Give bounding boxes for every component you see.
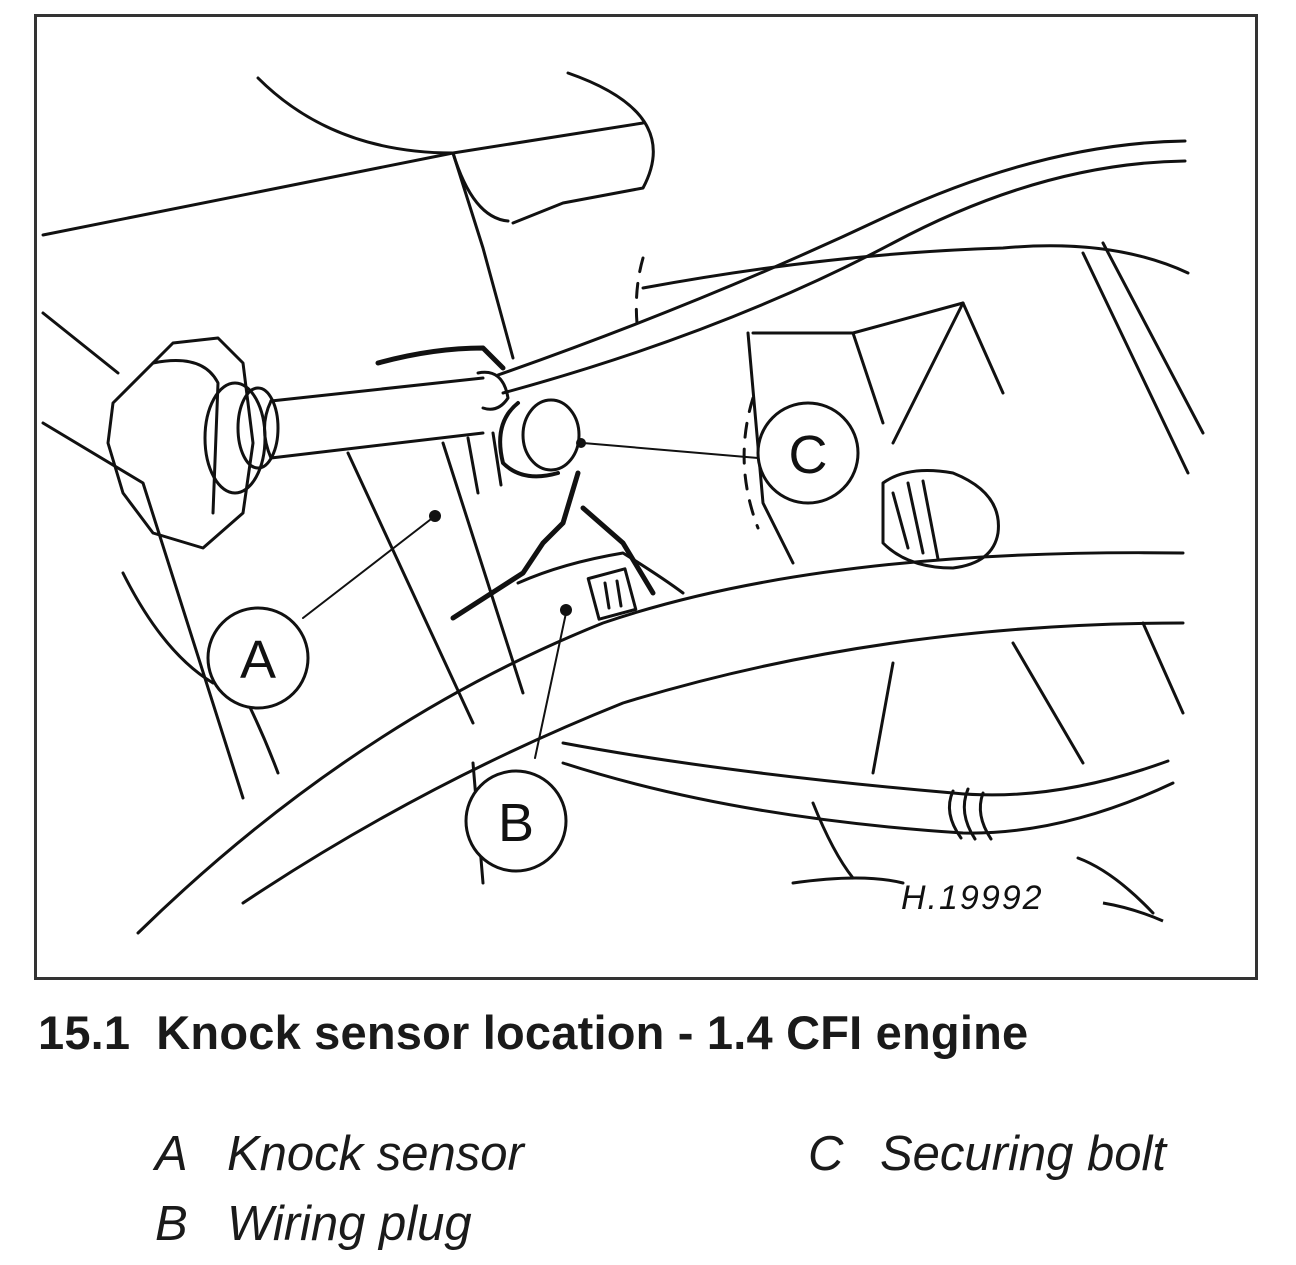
legend-item-b: B Wiring plug: [155, 1196, 472, 1252]
lower-line-5: [811, 801, 855, 880]
callout-c-label: C: [789, 425, 828, 485]
leader-a-dot: [429, 510, 441, 522]
leader-c-dot: [576, 438, 586, 448]
figure-caption: 15.1 Knock sensor location - 1.4 CFI engi…: [38, 1005, 1028, 1060]
legend-item-a: A Knock sensor: [155, 1126, 524, 1182]
hex-nut-inner: [151, 359, 220, 515]
engine-line-drawing: A B C H.19992: [41, 71, 1205, 935]
lower-line-6: [1076, 856, 1155, 915]
block-face-3: [346, 451, 475, 725]
pipe-clamp: [947, 787, 993, 841]
leader-b-dot: [560, 604, 572, 616]
casting-top-curve: [256, 76, 645, 155]
sensor-shaft-bottom: [269, 431, 485, 460]
cast-dashes: [634, 256, 645, 335]
callout-c: C: [756, 401, 860, 505]
wire-dash-2: [580, 505, 656, 596]
leader-a: [302, 515, 436, 619]
pipe-bottom: [501, 159, 1187, 395]
bolt-washer: [498, 401, 560, 479]
bracket-4: [851, 331, 885, 425]
casting-edge-2: [451, 151, 515, 360]
casting-edge-1: [41, 151, 455, 237]
bracket-1: [751, 301, 1005, 395]
lower-line-4: [791, 876, 905, 885]
legend-item-c: C Securing bolt: [808, 1126, 1166, 1182]
sensor-shaft-top: [269, 376, 485, 403]
sensor-collar-2: [236, 386, 280, 470]
boss-outline: [881, 469, 1000, 570]
boss-lines: [891, 479, 940, 561]
drawing-reference: H.19992: [901, 879, 1044, 917]
caption-title: Knock sensor location - 1.4 CFI engine: [156, 1006, 1029, 1059]
lower-line-1: [871, 661, 895, 775]
casting-bulge: [511, 71, 655, 225]
leader-c: [582, 442, 759, 459]
lower-line-3: [1141, 621, 1185, 715]
callout-b: B: [464, 769, 568, 873]
lower-pipe-top: [561, 741, 1170, 797]
hose-top: [136, 551, 1185, 935]
legend-key-b: B: [155, 1197, 188, 1251]
legend-label-c: Securing bolt: [880, 1127, 1167, 1181]
leader-b: [534, 612, 567, 759]
pipe-top: [496, 139, 1187, 377]
figure-frame: A B C H.19992: [34, 14, 1258, 980]
casting-inner: [451, 151, 510, 223]
caption-number: 15.1: [38, 1006, 131, 1059]
legend-label-b: Wiring plug: [227, 1197, 472, 1251]
connector-body: [375, 345, 506, 371]
hex-nut: [106, 336, 255, 550]
block-face-2: [41, 311, 120, 375]
bolt-head: [521, 398, 581, 472]
callout-a-label: A: [240, 630, 276, 690]
block-face-5: [121, 571, 215, 685]
lower-line-2: [1011, 641, 1085, 765]
bracket-3: [891, 301, 965, 445]
sensor-collar: [203, 381, 267, 495]
block-face-4: [441, 441, 525, 695]
plug-socket: [586, 567, 638, 621]
bracket-5: [1081, 251, 1190, 475]
block-face-1: [41, 421, 245, 800]
callout-b-label: B: [498, 793, 534, 853]
bracket-dash: [742, 396, 760, 530]
block-top: [641, 244, 1190, 290]
reference-flourish: [1102, 901, 1164, 923]
legend-label-a: Knock sensor: [227, 1127, 524, 1181]
bracket-6: [1101, 241, 1205, 435]
legend-key-a: A: [155, 1127, 188, 1181]
wire-dash-1: [450, 470, 581, 621]
connector-tip: [476, 370, 510, 411]
sensor-shaft-end: [263, 399, 273, 460]
plug-socket-inner: [603, 579, 623, 610]
legend-key-c: C: [808, 1127, 844, 1181]
lower-pipe-bottom: [561, 761, 1175, 835]
bolt-lines: [466, 431, 503, 495]
hose-bottom: [241, 621, 1185, 905]
bracket-2: [746, 331, 795, 565]
callout-a: A: [206, 606, 310, 710]
plug-body: [516, 551, 685, 595]
